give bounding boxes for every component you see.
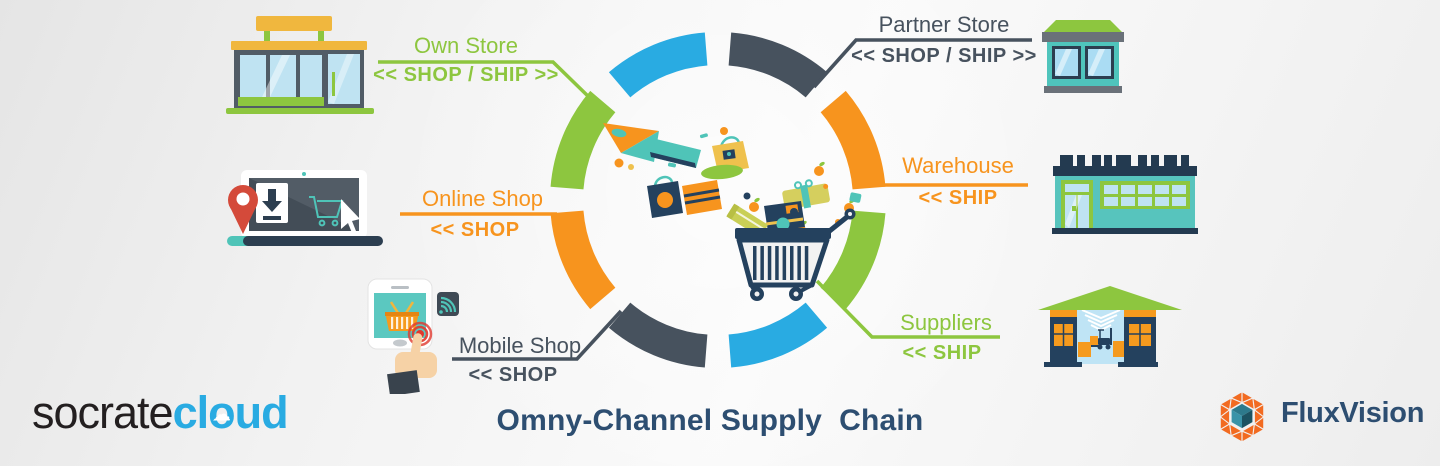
cube-icon — [1231, 403, 1253, 429]
ring-segment — [728, 302, 828, 368]
ring-segment — [608, 302, 708, 368]
brand-socrate-text: socrate — [32, 387, 174, 438]
ring-segment — [550, 210, 616, 310]
shopping-cart-icon — [735, 208, 856, 301]
partner-store-icon — [1042, 20, 1124, 93]
online-shop-icon — [227, 170, 383, 246]
partner-store-mode: << SHOP / SHIP >> — [851, 45, 1037, 67]
cart-outline-icon — [309, 196, 344, 227]
own-store-label: Own Store — [414, 33, 518, 58]
connector-lines — [378, 38, 1032, 361]
suppliers-mode: << SHIP — [902, 342, 982, 364]
warehouse-icon — [1052, 155, 1198, 234]
cloud-icon: ☁ — [211, 404, 231, 426]
channel-ring — [550, 32, 886, 368]
ring-segment — [820, 90, 886, 190]
own-store-mode: << SHOP / SHIP >> — [373, 64, 559, 86]
nfc-icon — [437, 292, 459, 316]
mobile-shop-label: Mobile Shop — [458, 333, 582, 358]
partner-store-connector — [812, 38, 1032, 89]
mobile-shop-connector — [452, 309, 623, 361]
page-title: Omny-Channel Supply Chain — [496, 404, 924, 437]
ring-segment — [728, 32, 828, 98]
warehouse-label: Warehouse — [902, 153, 1014, 178]
tap-hand-icon — [387, 321, 437, 394]
mobile-shop-mode: << SHOP — [468, 364, 558, 386]
mobile-shop-icon — [367, 278, 459, 394]
online-shop-label: Online Shop — [421, 186, 544, 211]
socratecloud-logo: socrateclo☁ud — [32, 387, 289, 438]
ring-segment — [608, 32, 708, 98]
ring-segment — [550, 90, 616, 190]
own-store-icon — [226, 16, 374, 114]
brand-cloud-text: clo☁ud — [172, 387, 289, 438]
suppliers-icon — [1038, 286, 1182, 367]
suppliers-label: Suppliers — [900, 310, 992, 335]
partner-store-label: Partner Store — [878, 12, 1010, 37]
falling-products-illustration — [603, 123, 862, 237]
fluxvision-hexagon-icon — [1220, 392, 1264, 442]
forklift-icon — [1090, 328, 1112, 350]
own-store-connector — [378, 60, 594, 102]
online-shop-mode: << SHOP — [430, 219, 520, 241]
fluxvision-wordmark: FluxVision — [1281, 397, 1425, 429]
ring-segment — [820, 210, 886, 310]
warehouse-mode: << SHIP — [918, 187, 998, 209]
suppliers-connector — [815, 279, 1000, 339]
